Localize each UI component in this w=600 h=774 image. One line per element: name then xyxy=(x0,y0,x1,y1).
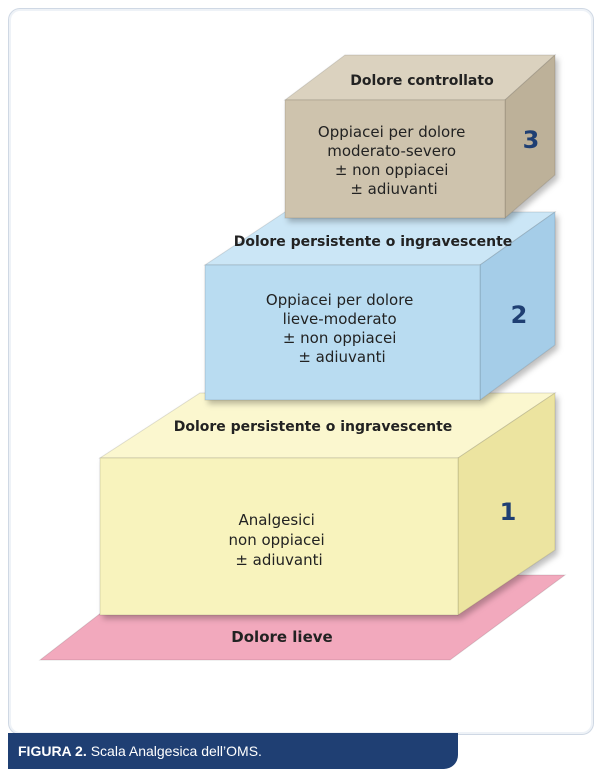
step-1-number: 1 xyxy=(500,498,517,526)
caption-text: Scala Analgesica dell’OMS. xyxy=(90,743,262,759)
step-3-front-face xyxy=(284,99,506,219)
step-3-body: Oppiacei per dolore moderato-severo ± no… xyxy=(318,123,470,198)
caption-figure-label: FIGURA 2. xyxy=(18,743,87,759)
step-1-line-3: ± adiuvanti xyxy=(235,551,322,569)
figure-caption: FIGURA 2. Scala Analgesica dell’OMS. xyxy=(8,733,458,769)
step-2-body: Oppiacei per dolore lieve-moderato ± non… xyxy=(266,291,418,366)
step-1-line-1: Analgesici xyxy=(238,511,314,529)
step-2-line-2: lieve-moderato xyxy=(283,310,397,328)
step-2-line-4: ± adiuvanti xyxy=(298,348,385,366)
step-1-top-label: Dolore persistente o ingravescente xyxy=(174,419,453,435)
step-2-number: 2 xyxy=(511,301,528,329)
step-1-line-2: non oppiacei xyxy=(229,531,325,549)
step-3-line-1: Oppiacei per dolore xyxy=(318,123,465,141)
step-3-line-3: ± non oppiacei xyxy=(335,161,449,179)
base-label: Dolore lieve xyxy=(231,628,332,646)
step-2-block xyxy=(203,211,557,401)
step-3-line-2: moderato-severo xyxy=(327,142,456,160)
step-2-top-label: Dolore persistente o ingravescente xyxy=(234,234,513,250)
step-1-front-face xyxy=(99,457,459,616)
step-1-block xyxy=(98,392,557,616)
step-3-line-4: ± adiuvanti xyxy=(350,180,437,198)
step-1-body: Analgesici non oppiacei ± adiuvanti xyxy=(229,511,330,569)
step-2-front-face xyxy=(204,264,481,401)
step-2-line-1: Oppiacei per dolore xyxy=(266,291,413,309)
step-3-block xyxy=(283,53,557,220)
step-3-top-label: Dolore controllato xyxy=(350,73,494,89)
step-3-number: 3 xyxy=(523,126,540,154)
step-2-line-3: ± non oppiacei xyxy=(283,329,397,347)
